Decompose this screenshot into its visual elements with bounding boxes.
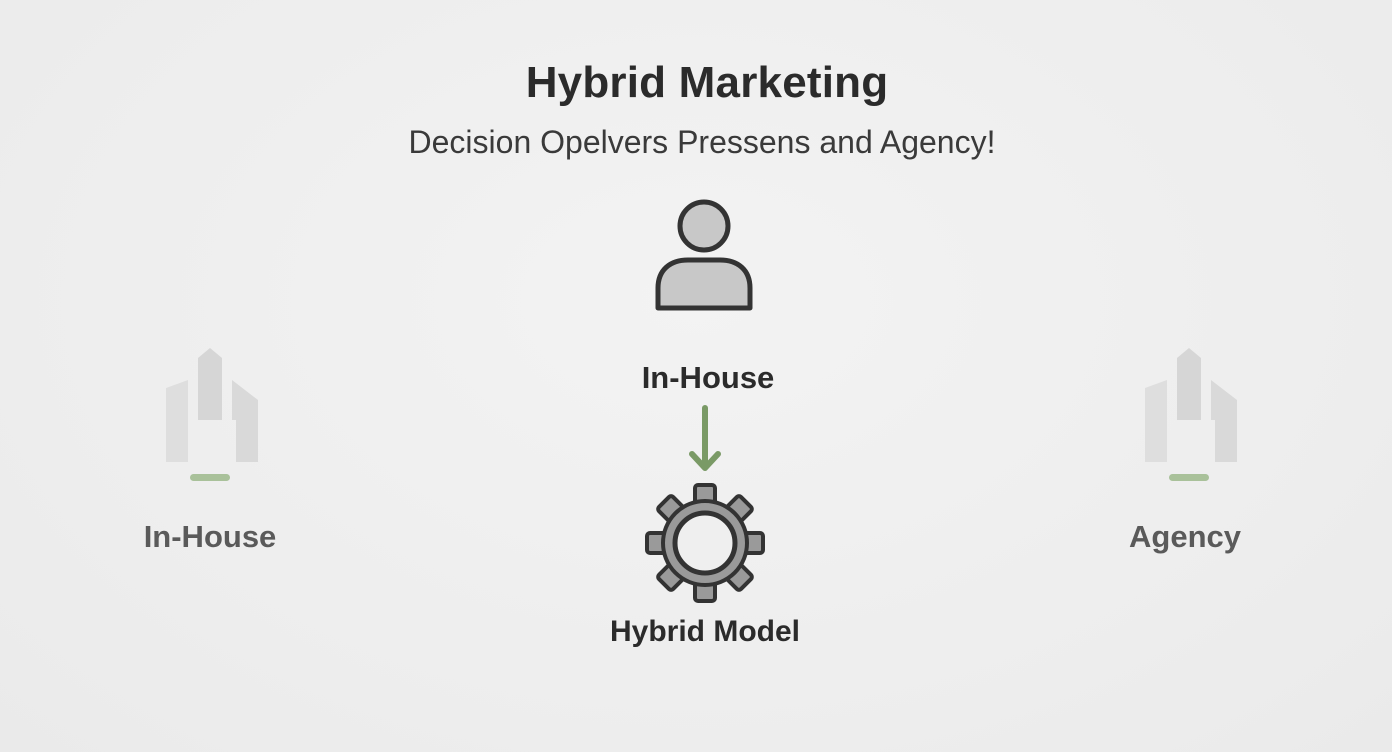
person-icon [655, 199, 753, 311]
page-subtitle: Decision Opelvers Pressens and Agency! [408, 124, 996, 160]
arrow-down-icon [689, 405, 721, 471]
page-title: Hybrid Marketing [525, 58, 889, 107]
node-label-agency: Agency [1129, 519, 1241, 554]
building-icon [1145, 348, 1237, 481]
gear-icon [645, 483, 765, 603]
node-label-in-house-center: In-House [641, 360, 775, 395]
node-label-hybrid-model: Hybrid Model [609, 615, 800, 648]
node-label-in-house-left: In-House [143, 519, 277, 554]
building-icon [166, 348, 258, 481]
